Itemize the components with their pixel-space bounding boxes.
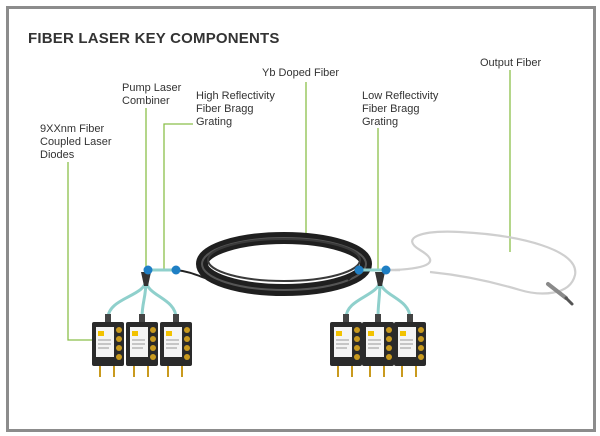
- label-pump-combiner: Pump Laser Combiner: [122, 82, 182, 107]
- splice-node-icon: [381, 265, 391, 275]
- output-fiber: [394, 230, 577, 306]
- diagram-title: FIBER LASER KEY COMPONENTS: [28, 30, 280, 47]
- leader-diodes: [67, 162, 92, 341]
- splice-node-icon: [143, 265, 153, 275]
- laser-diode-module-icon: [91, 313, 125, 378]
- label-yb-fiber: Yb Doped Fiber: [262, 67, 340, 79]
- right-diodes: [329, 313, 427, 378]
- splice-node-icon: [354, 265, 364, 275]
- splice-node-icon: [171, 265, 181, 275]
- left-pump-fibers: [106, 279, 178, 319]
- combiner-node-right: [375, 272, 385, 286]
- label-laser-diodes: 9XXnm Fiber Coupled Laser Diodes: [40, 123, 112, 161]
- label-output-fiber: Output Fiber: [480, 57, 542, 69]
- laser-diode-module-icon: [393, 313, 427, 378]
- label-lr-fbg: Low Reflectivity Fiber Bragg Grating: [362, 90, 439, 128]
- fiber-coil-icon: [196, 232, 372, 296]
- laser-diode-module-icon: [125, 313, 159, 378]
- laser-diode-module-icon: [361, 313, 395, 378]
- label-hr-fbg: High Reflectivity Fiber Bragg Grating: [196, 90, 275, 128]
- splice-nodes: [143, 265, 391, 275]
- laser-diode-module-icon: [329, 313, 363, 378]
- leader-lines: [67, 70, 511, 341]
- leader-hr-fbg: [163, 123, 193, 270]
- left-diodes: [91, 313, 193, 378]
- laser-diode-module-icon: [159, 313, 193, 378]
- combiner-node-left: [141, 272, 151, 286]
